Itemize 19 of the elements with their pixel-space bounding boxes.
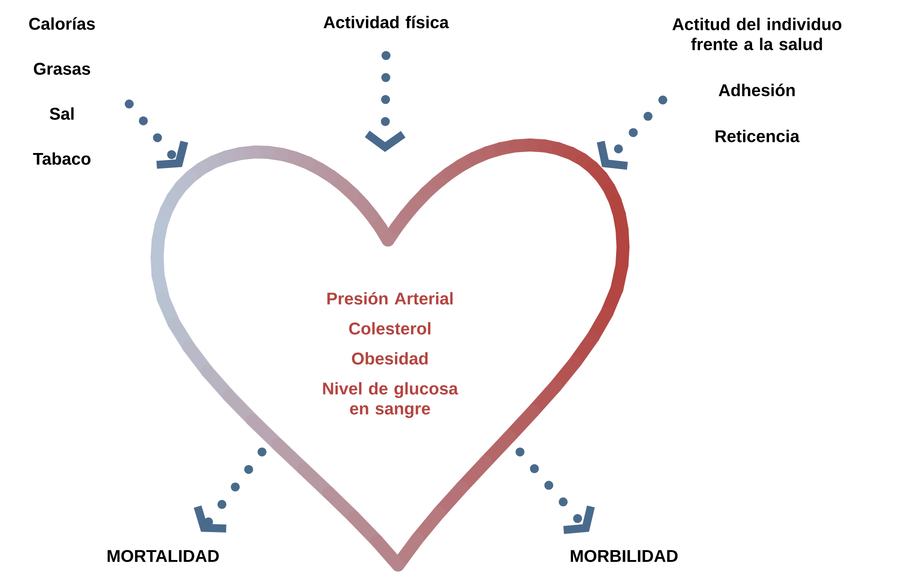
factor-label: Adhesión (718, 84, 795, 96)
factor-label: Grasas (34, 62, 90, 75)
factor-text: Nivel de glucosa en sangre (323, 382, 458, 418)
dotted-arrow (364, 51, 406, 152)
dotted-arrow (194, 448, 266, 532)
factor-text: Colesterol (349, 322, 430, 335)
factor-label: Actitud del individuo frente a la salud (672, 18, 842, 50)
factor-label: Reticencia (716, 130, 800, 142)
factor-label: Tabaco (33, 152, 90, 165)
factor-text: Presión Arterial (327, 292, 453, 305)
dotted-arrow (596, 96, 668, 170)
outcome-label: MORTALIDAD (108, 550, 219, 562)
dotted-arrow (516, 448, 595, 534)
factor-text: Obesidad (352, 352, 428, 365)
outcome-label: MORBILIDAD (570, 550, 678, 562)
factor-label: Calorías (29, 17, 95, 30)
dotted-arrow (124, 100, 188, 169)
factor-label: Actividad física (324, 16, 449, 28)
factor-label: Sal (50, 107, 74, 120)
